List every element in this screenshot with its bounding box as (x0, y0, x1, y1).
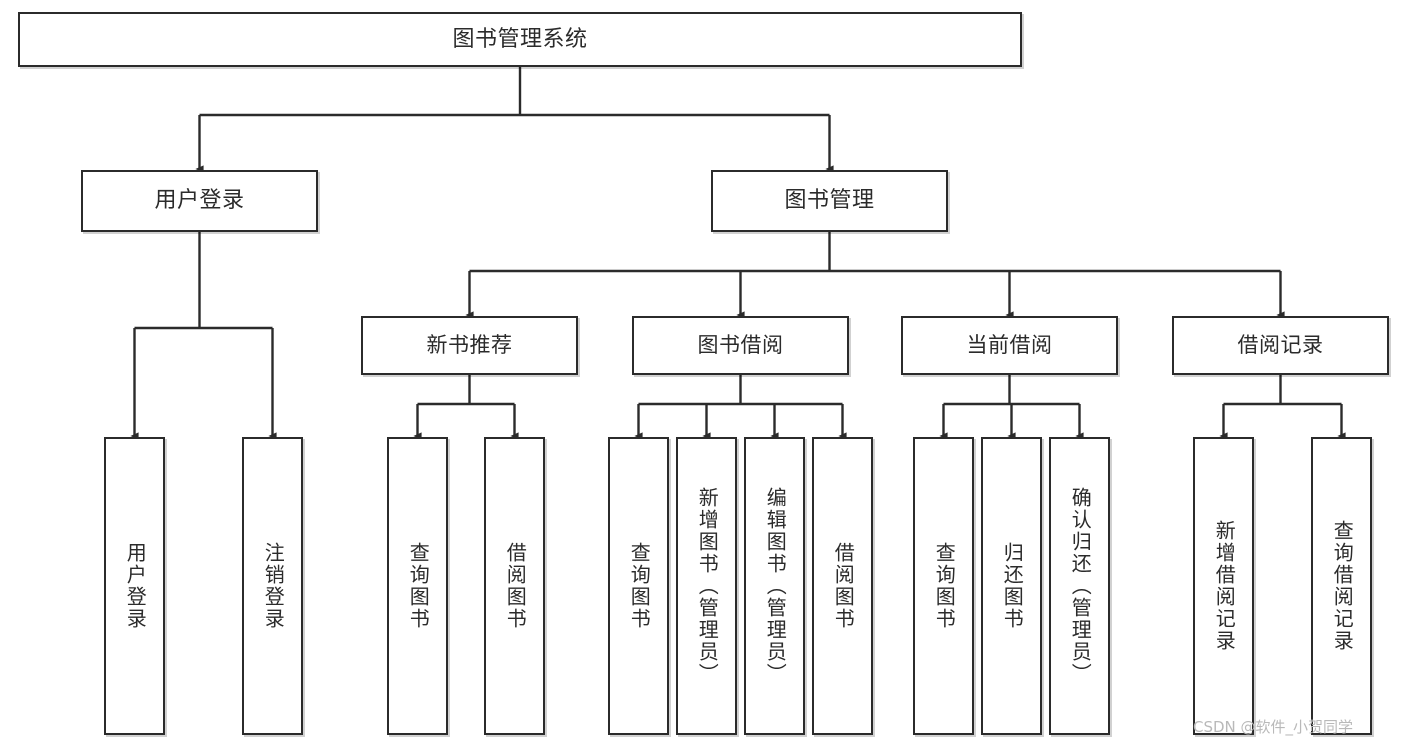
node-leaf-query-record[interactable]: 查询借阅记录 (1311, 437, 1372, 735)
node-l2-new-book-rec[interactable]: 新书推荐 (361, 316, 578, 375)
node-l1-user-login[interactable]: 用户登录 (81, 170, 318, 232)
node-label: 当前借阅 (966, 333, 1053, 358)
node-label: 借阅图书 (831, 542, 856, 630)
node-l2-borrow-record[interactable]: 借阅记录 (1172, 316, 1389, 375)
node-label: 新书推荐 (426, 333, 513, 358)
node-label: 借阅记录 (1237, 333, 1324, 358)
node-leaf-borrow-book-a[interactable]: 借阅图书 (484, 437, 545, 735)
csdn-watermark: CSDN @软件_小贺同学 (1193, 718, 1354, 736)
node-label: 用户登录 (154, 188, 245, 214)
node-l1-book-manage[interactable]: 图书管理 (711, 170, 948, 232)
node-l2-current-borrow[interactable]: 当前借阅 (901, 316, 1118, 375)
connector-group (130, 67, 1346, 440)
node-leaf-logout[interactable]: 注销登录 (242, 437, 303, 735)
node-leaf-add-record[interactable]: 新增借阅记录 (1193, 437, 1254, 735)
node-label: 确认归还（管理员） (1068, 487, 1093, 685)
node-label: 用户登录 (123, 542, 148, 630)
node-label: 新增借阅记录 (1212, 520, 1237, 652)
node-leaf-return-book[interactable]: 归还图书 (981, 437, 1042, 735)
node-label: 编辑图书（管理员） (763, 487, 788, 685)
node-root[interactable]: 图书管理系统 (18, 12, 1022, 67)
node-l2-book-borrow[interactable]: 图书借阅 (632, 316, 849, 375)
node-label: 注销登录 (261, 542, 286, 630)
node-label: 查询借阅记录 (1330, 520, 1355, 652)
node-leaf-query-book-b[interactable]: 查询图书 (608, 437, 669, 735)
node-leaf-confirm-return[interactable]: 确认归还（管理员） (1049, 437, 1110, 735)
node-label: 借阅图书 (503, 542, 528, 630)
node-label: 查询图书 (406, 542, 431, 630)
node-label: 新增图书（管理员） (695, 487, 720, 685)
node-leaf-user-login[interactable]: 用户登录 (104, 437, 165, 735)
node-leaf-edit-book[interactable]: 编辑图书（管理员） (744, 437, 805, 735)
node-label: 图书管理 (784, 188, 875, 214)
node-label: 查询图书 (627, 542, 652, 630)
node-leaf-query-book-a[interactable]: 查询图书 (387, 437, 448, 735)
node-label: 图书管理系统 (452, 26, 588, 52)
node-leaf-borrow-book-b[interactable]: 借阅图书 (812, 437, 873, 735)
node-label: 查询图书 (932, 542, 957, 630)
node-label: 图书借阅 (697, 333, 784, 358)
node-leaf-query-book-c[interactable]: 查询图书 (913, 437, 974, 735)
node-leaf-add-book[interactable]: 新增图书（管理员） (676, 437, 737, 735)
node-label: 归还图书 (1000, 542, 1025, 630)
